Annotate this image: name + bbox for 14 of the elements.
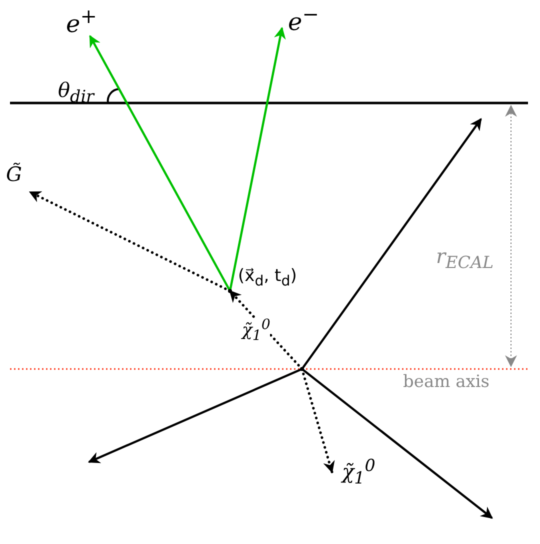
axis-label: beam axis [403,374,490,391]
arrow [89,34,231,292]
particle-label: e$^{−}$ [288,4,319,34]
vertex-point [300,367,304,371]
vertex-coordinate-label: (x⃗$_{d}$, t$_{d}$) [238,268,297,289]
arrow [301,368,493,519]
angle-label: θ$_{dir}$ [58,80,94,106]
particle-label: e$^{+}$ [66,6,97,36]
arrow [88,368,302,464]
vertex-point [228,289,232,293]
particle-label: G̃ [6,164,22,184]
arrow [228,26,286,292]
arrow [301,118,482,370]
dimension-label: r$_{ECAL}$ [436,246,494,272]
